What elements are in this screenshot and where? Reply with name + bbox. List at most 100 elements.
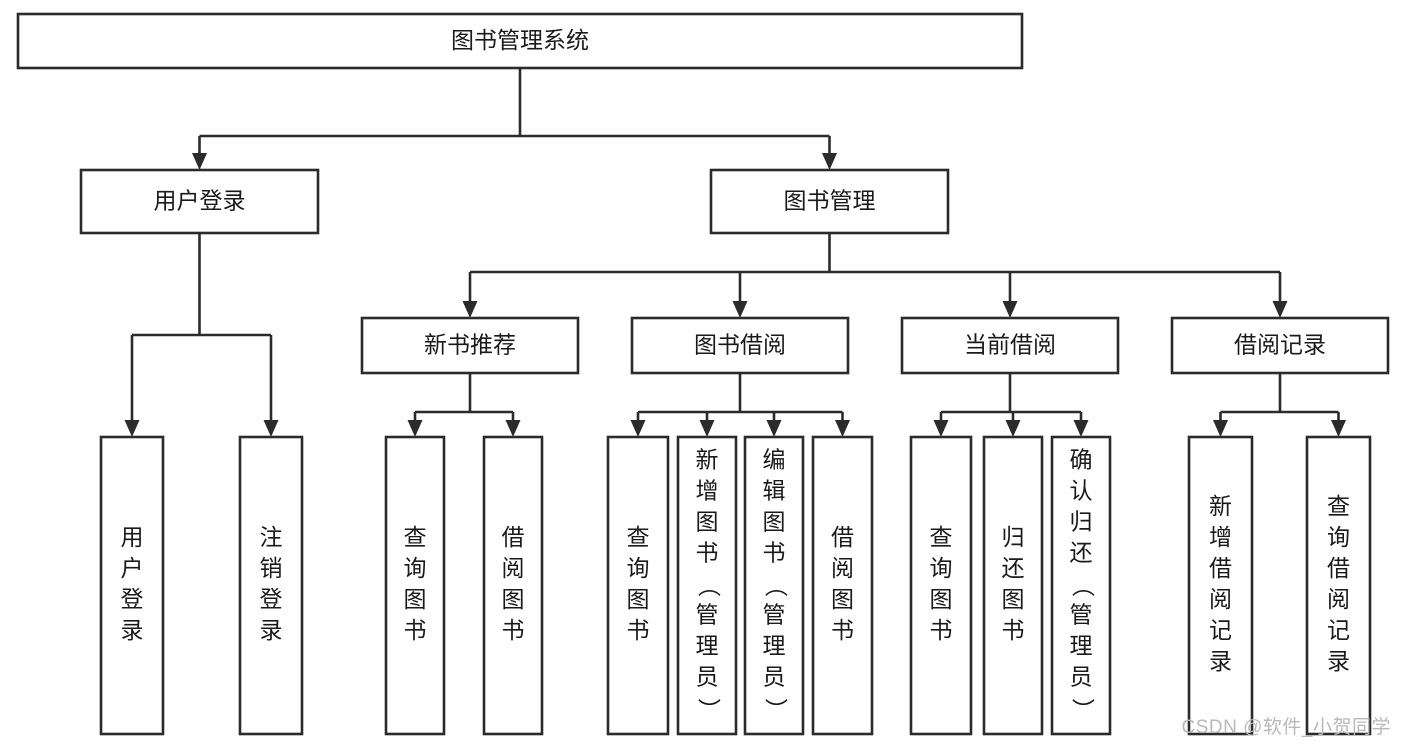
node-leaf-9-char: 归 [1002, 524, 1025, 550]
node-leaf-12-char: 阅 [1327, 586, 1350, 612]
node-leaf-12-char: 记 [1327, 617, 1350, 643]
node-leaf-12-box[interactable] [1305, 435, 1372, 736]
node-leaf-3-box[interactable] [482, 435, 544, 736]
node-leaf-5-box[interactable] [676, 435, 738, 736]
arrow-head-icon [1272, 301, 1288, 318]
arrow-head-icon [1213, 420, 1228, 437]
node-leaf-2-box[interactable] [384, 435, 446, 736]
node-leaf-6-box[interactable] [743, 435, 805, 736]
node-leaf-10-char: 员 [1070, 664, 1093, 690]
node-leaf-8[interactable]: 查询图书查询图书 [895, 0, 987, 736]
node-leaf-10-char: 管 [1070, 602, 1093, 628]
node-leaf-1-char: 销 [260, 555, 283, 581]
node-leaf-6-char: 管 [763, 602, 786, 628]
node-leaf-7-char: 借 [831, 524, 854, 550]
node-root[interactable]: 图书管理系统 [16, 12, 1024, 70]
node-leaf-3[interactable]: 借阅图书借阅图书 [467, 0, 559, 736]
node-leaf-5-char: 新 [696, 447, 719, 473]
node-leaf-10-box[interactable] [1050, 435, 1112, 736]
node-level2-1[interactable]: 图书管理 [709, 168, 950, 235]
node-level3-0[interactable]: 新书推荐 [360, 316, 580, 375]
arrow-head-icon [407, 420, 423, 437]
node-level3-2-label: 当前借阅 [964, 332, 1056, 358]
node-leaf-8-char: 询 [930, 555, 953, 581]
node-leaf-7-box[interactable] [811, 435, 874, 736]
node-leaf-10-char: ） [1070, 698, 1096, 721]
node-level3-2-box[interactable] [900, 316, 1120, 375]
node-leaf-9-char: 还 [1002, 555, 1025, 581]
node-leaf-10-char: 理 [1070, 633, 1093, 659]
arrow-head-icon [192, 153, 207, 170]
node-leaf-4-box[interactable] [606, 435, 670, 736]
node-leaf-4-char: 书 [627, 617, 650, 643]
node-leaf-9-char: 书 [1002, 617, 1025, 643]
node-leaf-7-char: 图 [831, 586, 854, 612]
node-boxes-layer: 图书管理系统用户登录图书管理新书推荐图书借阅当前借阅借阅记录用户登录用户登录注销… [16, 0, 1405, 736]
node-level3-1[interactable]: 图书借阅 [630, 316, 850, 375]
node-leaf-12[interactable]: 查询借阅记录查询借阅记录 [1270, 0, 1405, 736]
node-leaf-5-char: 书 [696, 540, 719, 566]
node-leaf-6-char: 书 [763, 540, 786, 566]
node-leaf-5-char: 增 [696, 478, 719, 504]
node-leaf-4-char: 查 [627, 524, 650, 550]
node-leaf-11-char: 增 [1209, 524, 1232, 550]
arrow-head-icon [630, 420, 646, 437]
node-leaf-9-char: 图 [1002, 586, 1025, 612]
arrow-head-icon [462, 301, 478, 318]
node-leaf-1-char: 登 [260, 586, 283, 612]
node-level2-0-box[interactable] [79, 168, 320, 235]
arrow-head-icon [933, 420, 949, 437]
node-leaf-6-char: 编 [763, 447, 786, 473]
node-leaf-11[interactable]: 新增借阅记录新增借阅记录 [1152, 0, 1290, 736]
node-leaf-5-char: 理 [696, 633, 719, 659]
node-leaf-0[interactable]: 用户登录用户登录 [86, 0, 178, 736]
node-leaf-11-char: 阅 [1209, 586, 1232, 612]
node-leaf-8-box[interactable] [909, 435, 973, 736]
node-leaf-2-char: 查 [404, 524, 427, 550]
node-leaf-7[interactable]: 借阅图书借阅图书 [797, 0, 889, 736]
node-leaf-11-char: 借 [1209, 555, 1232, 581]
node-leaf-1-box[interactable] [238, 435, 304, 736]
node-leaf-3-char: 阅 [502, 555, 525, 581]
node-level3-1-label: 图书借阅 [694, 332, 786, 358]
node-level3-0-box[interactable] [360, 316, 580, 375]
node-leaf-10-char: （ [1070, 574, 1096, 597]
node-leaf-10-char: 还 [1070, 540, 1093, 566]
node-leaf-6-char: 图 [763, 509, 786, 535]
node-leaf-5-char: 员 [696, 664, 719, 690]
arrow-head-icon [699, 420, 715, 437]
node-leaf-4-char: 询 [627, 555, 650, 581]
node-leaf-12-char: 查 [1327, 493, 1350, 519]
node-leaf-4[interactable]: 查询图书查询图书 [592, 0, 684, 736]
node-leaf-11-char: 新 [1209, 493, 1232, 519]
node-leaf-9[interactable]: 归还图书归还图书 [967, 0, 1059, 736]
node-level3-3-label: 借阅记录 [1234, 332, 1326, 358]
node-level3-2[interactable]: 当前借阅 [900, 316, 1120, 375]
node-level3-3[interactable]: 借阅记录 [1170, 316, 1390, 375]
node-leaf-11-box[interactable] [1187, 435, 1254, 736]
node-leaf-1[interactable]: 注销登录注销登录 [225, 0, 317, 736]
node-leaf-2[interactable]: 查询图书查询图书 [369, 0, 461, 736]
arrow-head-icon [835, 420, 850, 437]
node-leaf-9-box[interactable] [982, 435, 1044, 736]
node-level3-3-box[interactable] [1170, 316, 1390, 375]
node-level2-0-label: 用户登录 [154, 188, 246, 214]
node-level3-1-box[interactable] [630, 316, 850, 375]
node-root-box[interactable] [16, 12, 1024, 70]
node-leaf-6-char: 辑 [763, 478, 786, 504]
node-leaf-8-char: 书 [930, 617, 953, 643]
node-leaf-0-char: 户 [121, 555, 144, 581]
node-level2-1-box[interactable] [709, 168, 950, 235]
node-leaf-2-char: 图 [404, 586, 427, 612]
node-leaf-1-char: 注 [260, 524, 283, 550]
node-leaf-10-char: 确 [1070, 447, 1093, 473]
node-level2-0[interactable]: 用户登录 [79, 168, 320, 235]
node-level2-1-label: 图书管理 [784, 188, 876, 214]
node-leaf-3-char: 书 [502, 617, 525, 643]
node-leaf-0-box[interactable] [99, 435, 165, 736]
node-leaf-5-char: （ [696, 574, 722, 597]
